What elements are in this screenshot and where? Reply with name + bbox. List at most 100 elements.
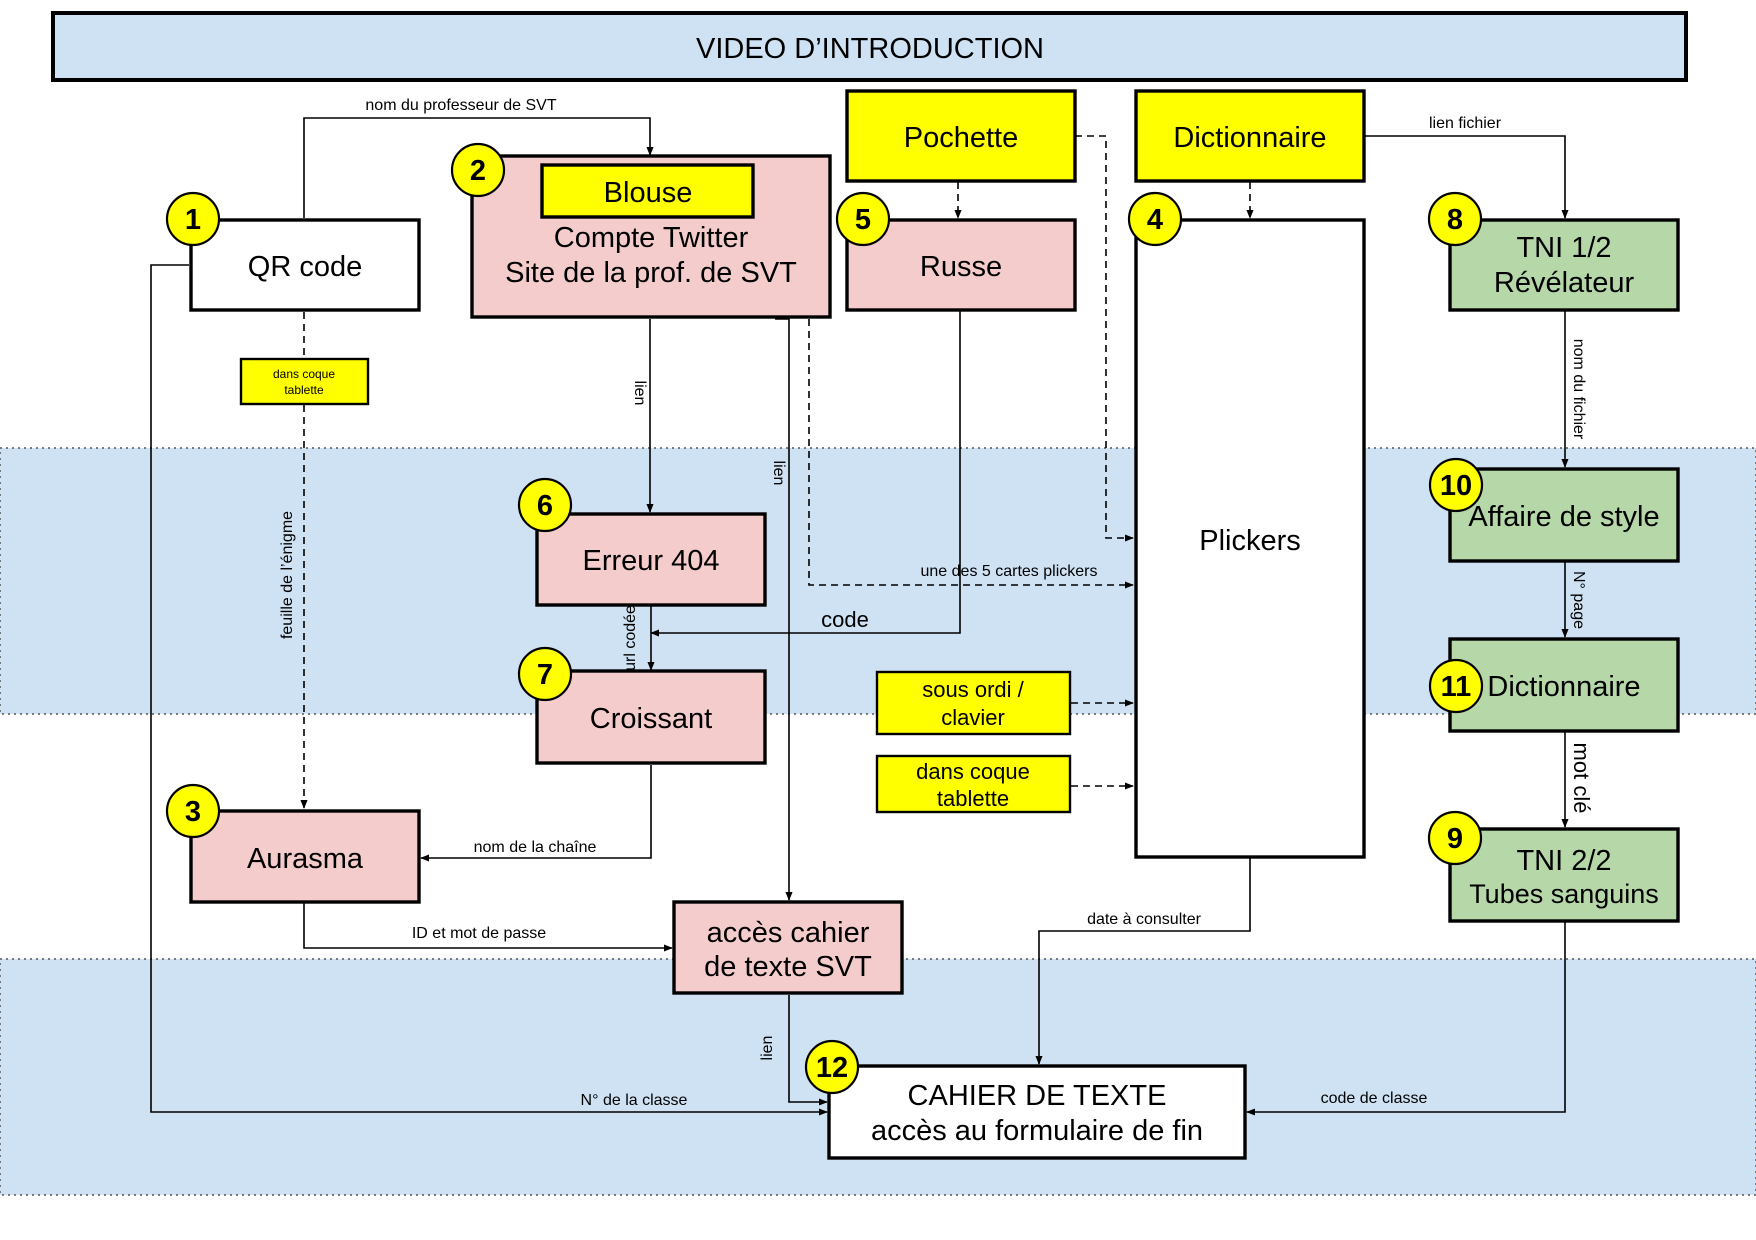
badge-10: 10	[1428, 457, 1484, 513]
node-dictionnaire-top-label: Dictionnaire	[1173, 122, 1326, 154]
node-erreur-404-label: Erreur 404	[582, 545, 719, 577]
node-sous-ordi-line2: clavier	[941, 705, 1005, 730]
badge-5: 5	[835, 191, 891, 247]
node-russe: Russe	[845, 218, 1077, 312]
edge-aurasma-to-acces	[303, 903, 673, 952]
node-coque-big-line2: tablette	[937, 786, 1009, 811]
edge-croissant-to-aurasma	[420, 765, 652, 862]
edge-twitter-to-plickers	[808, 319, 1134, 589]
svg-text:4: 4	[1147, 204, 1163, 236]
node-affaire-de-style: Affaire de style	[1448, 467, 1680, 563]
node-tni-2-2: TNI 2/2 Tubes sanguins	[1448, 827, 1680, 923]
badge-7: 7	[517, 646, 573, 702]
edge-label-code: code	[821, 607, 869, 632]
node-tni-1-2: TNI 1/2 Révélateur	[1448, 218, 1680, 312]
node-tni1-line2: Révélateur	[1494, 267, 1635, 299]
node-twitter-line1: Compte Twitter	[554, 222, 749, 254]
badge-4: 4	[1127, 191, 1183, 247]
node-blouse-label: Blouse	[604, 177, 693, 209]
edge-label-mot-cle: mot clé	[1569, 743, 1594, 814]
node-croissant: Croissant	[535, 669, 767, 765]
node-coque-big: dans coque tablette	[875, 754, 1072, 814]
title-bar	[51, 11, 1688, 82]
badge-3: 3	[165, 783, 221, 839]
edge-label-nom-chaine: nom de la chaîne	[474, 839, 597, 856]
svg-text:6: 6	[537, 490, 553, 522]
node-acces-line1: accès cahier	[707, 917, 870, 949]
svg-text:7: 7	[537, 659, 553, 691]
node-acces-line2: de texte SVT	[704, 951, 872, 983]
title-text: VIDEO D’INTRODUCTION	[696, 33, 1044, 65]
node-aurasma-label: Aurasma	[247, 843, 364, 875]
node-erreur-404: Erreur 404	[535, 512, 767, 607]
edge-qr-to-cahier	[150, 264, 828, 1116]
edge-tni2-to-cahier	[1246, 922, 1566, 1116]
svg-text:11: 11	[1441, 671, 1472, 703]
node-acces-cahier: accès cahier de texte SVT	[672, 900, 904, 995]
node-plickers-label: Plickers	[1199, 525, 1301, 557]
edge-twitter-to-acces	[775, 318, 793, 901]
svg-text:5: 5	[855, 204, 871, 236]
edge-label-lien-1: lien	[631, 381, 648, 406]
svg-text:1: 1	[185, 204, 201, 236]
edge-acces-to-cahier	[788, 995, 828, 1106]
edge-label-nom-prof: nom du professeur de SVT	[365, 97, 556, 114]
node-dictionnaire-top: Dictionnaire	[1134, 89, 1366, 183]
node-cahier-line2: accès au formulaire de fin	[871, 1115, 1203, 1147]
edge-label-num-page: N° page	[1570, 571, 1587, 629]
badge-9: 9	[1427, 810, 1483, 866]
edge-label-url-codee: url codée	[622, 605, 639, 671]
node-dictionnaire-11: Dictionnaire	[1448, 637, 1680, 733]
badge-6: 6	[517, 477, 573, 533]
node-cahier-de-texte: CAHIER DE TEXTE accès au formulaire de f…	[827, 1064, 1247, 1160]
node-affaire-label: Affaire de style	[1468, 501, 1659, 533]
node-pochette: Pochette	[845, 89, 1077, 183]
node-blouse	[540, 163, 755, 219]
edge-label-feuille: feuille de l’énigme	[279, 511, 296, 639]
svg-text:3: 3	[185, 796, 201, 828]
node-tni1-line1: TNI 1/2	[1516, 232, 1611, 264]
edge-label-code-classe: code de classe	[1321, 1090, 1428, 1107]
node-sous-ordi: sous ordi / clavier	[875, 670, 1072, 736]
badge-11: 11	[1428, 658, 1484, 714]
node-aurasma: Aurasma	[189, 809, 421, 904]
node-russe-label: Russe	[920, 251, 1002, 283]
edge-label-date: date à consulter	[1087, 911, 1202, 928]
svg-text:12: 12	[816, 1052, 848, 1084]
badge-1: 1	[165, 191, 221, 247]
node-twitter-line2: Site de la prof. de SVT	[505, 257, 797, 289]
node-croissant-label: Croissant	[590, 703, 713, 735]
node-tni2-line1: TNI 2/2	[1516, 845, 1611, 877]
svg-text:9: 9	[1447, 823, 1463, 855]
edge-qr-to-blouse	[303, 117, 654, 218]
node-coque-small: dans coque tablette	[239, 357, 370, 406]
node-sous-ordi-line1: sous ordi /	[922, 677, 1024, 702]
badge-8: 8	[1427, 191, 1483, 247]
edge-label-lien-3: lien	[759, 1036, 776, 1061]
node-coque-big-line1: dans coque	[916, 759, 1030, 784]
svg-text:8: 8	[1447, 204, 1463, 236]
edge-pochette-to-plickers	[1075, 135, 1134, 542]
svg-text:2: 2	[470, 155, 486, 187]
badge-2: 2	[450, 142, 506, 198]
edge-plickers-to-cahier	[1035, 858, 1251, 1065]
edge-dico-to-tni1	[1365, 135, 1569, 219]
edge-label-num-classe: N° de la classe	[581, 1092, 688, 1109]
node-cahier-line1: CAHIER DE TEXTE	[908, 1080, 1167, 1112]
edge-label-une-des-5: une des 5 cartes plickers	[921, 563, 1098, 580]
node-plickers: Plickers	[1134, 218, 1366, 859]
node-coque-small-line2: tablette	[284, 383, 324, 397]
badge-12: 12	[804, 1039, 860, 1095]
edge-label-lien-2: lien	[770, 461, 787, 486]
node-tni2-line2: Tubes sanguins	[1469, 879, 1659, 909]
edge-label-nom-fichier: nom du fichier	[1570, 339, 1587, 440]
node-coque-small-line1: dans coque	[273, 367, 335, 381]
edge-label-id-mdp: ID et mot de passe	[412, 925, 546, 942]
node-twitter-site: Blouse Compte Twitter Site de la prof. d…	[470, 154, 832, 319]
node-qr-code-label: QR code	[248, 251, 362, 283]
edge-russe-to-croissant	[650, 311, 961, 637]
edge-label-lien-fichier: lien fichier	[1429, 115, 1502, 132]
node-pochette-label: Pochette	[904, 122, 1018, 154]
